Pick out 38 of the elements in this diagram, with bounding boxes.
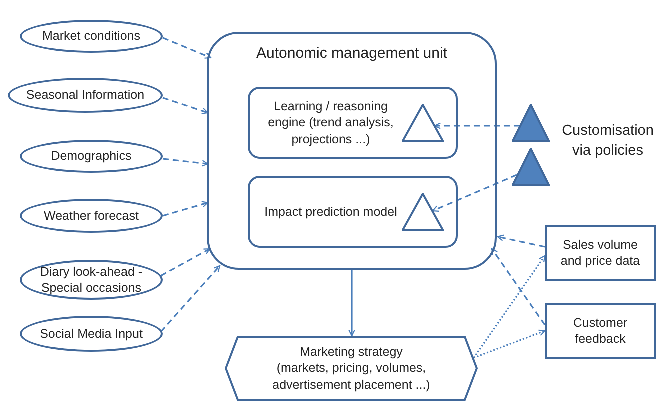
node-label: Autonomic management unit	[256, 44, 448, 64]
node-label: Marketing strategy	[300, 344, 403, 360]
input-ellipse	[20, 260, 163, 300]
input-ellipse	[20, 20, 163, 53]
process-box	[248, 87, 458, 159]
node-label: Social Media Input	[40, 326, 143, 342]
arrow	[160, 265, 221, 333]
node-label: Learning / reasoning engine (trend analysis, projections ...)	[267, 98, 395, 148]
arrow	[491, 248, 546, 326]
input-ellipse	[20, 199, 163, 233]
arrow	[162, 97, 209, 114]
data-box	[545, 225, 656, 281]
process-box	[248, 176, 458, 248]
arrow	[162, 201, 209, 217]
node-label: Customer feedback	[572, 314, 629, 348]
management-unit-box	[207, 32, 497, 270]
node-label: Impact prediction model	[264, 204, 398, 220]
node-label: Demographics	[51, 148, 132, 165]
arrow	[434, 122, 520, 130]
arrow	[474, 330, 546, 359]
node-description: (markets, pricing, volumes, advertisement placement ...)	[272, 360, 432, 393]
annotation-text: Customisation via policies	[561, 122, 655, 161]
node-label: Seasonal Information	[26, 87, 145, 104]
arrow	[160, 248, 211, 277]
arrow	[432, 174, 518, 212]
input-ellipse	[20, 140, 163, 173]
node-label: Diary look-ahead - Special occasions	[39, 264, 144, 296]
node-label: Market conditions	[42, 28, 140, 45]
node-label: Sales volume and price data	[560, 236, 642, 270]
node-label: Weather forecast	[44, 208, 139, 224]
input-ellipse	[20, 316, 163, 352]
arrow	[162, 37, 212, 59]
arrow	[162, 158, 209, 167]
data-box	[545, 303, 656, 359]
arrow	[473, 255, 546, 358]
arrow	[497, 234, 546, 248]
arrow	[348, 270, 356, 337]
input-ellipse	[8, 78, 163, 113]
